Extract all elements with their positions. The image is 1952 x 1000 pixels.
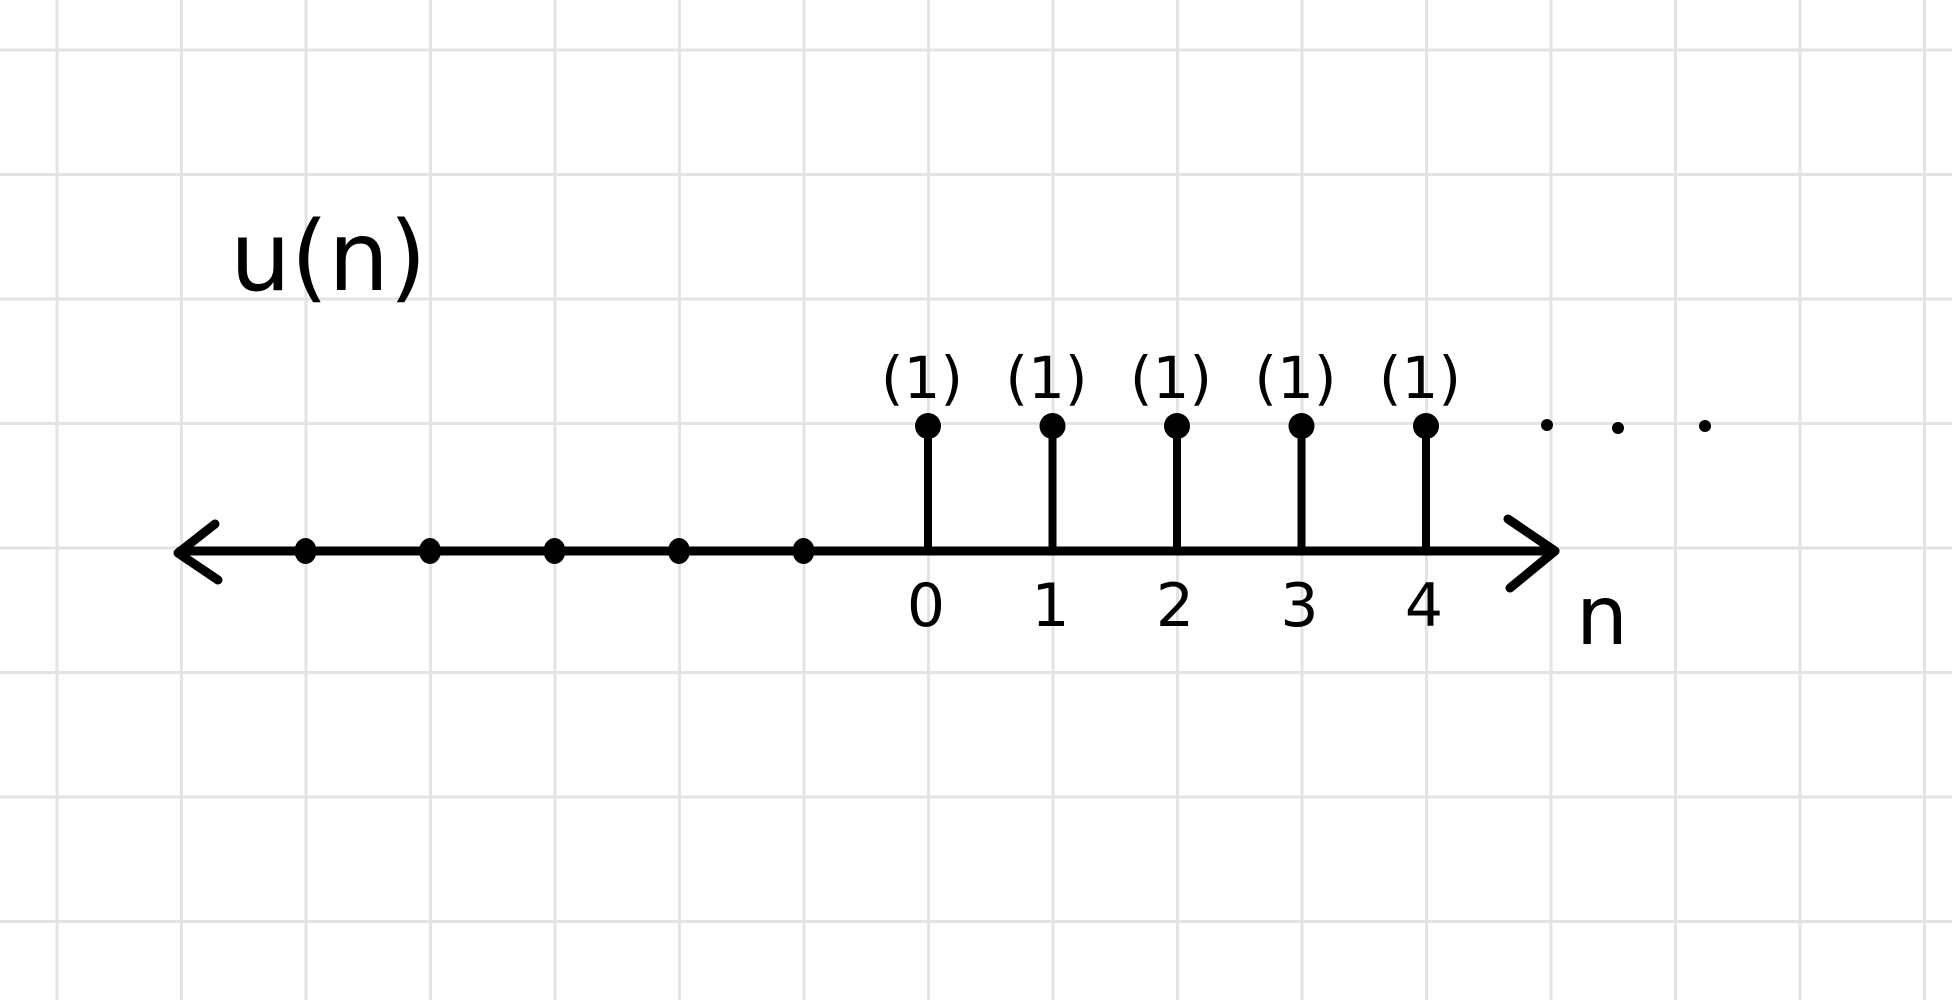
axis-dot [792, 538, 815, 564]
n-axis [173, 514, 1560, 593]
axis-dot [543, 538, 566, 564]
continuation-ellipsis [1541, 419, 1711, 434]
right-arrowhead [1503, 514, 1560, 593]
stem-dot [1413, 413, 1439, 439]
axis-dot [419, 538, 441, 564]
ellipsis-dot [1541, 419, 1553, 431]
axis-label: n [1576, 569, 1628, 664]
negative-index-dots [294, 538, 815, 564]
n-tick-label: 3 [1280, 571, 1318, 641]
function-label: u(n) [230, 201, 427, 313]
n-tick-label: 2 [1156, 571, 1194, 641]
value-label: (1) [1005, 344, 1087, 412]
n-tick-label: 1 [1031, 571, 1069, 641]
value-label: (1) [1254, 344, 1336, 412]
value-label: (1) [1130, 344, 1212, 412]
stem-dot [1164, 413, 1190, 439]
sample-stems: (1) 0 (1) 1 (1) 2 (1) 3 (1) 4 [881, 344, 1461, 641]
stem-dot [1288, 413, 1315, 439]
axis-dot [294, 538, 317, 564]
value-label: (1) [1379, 344, 1461, 412]
stem-dot [915, 413, 941, 439]
left-arrowhead [173, 519, 223, 585]
n-tick-label: 4 [1405, 571, 1443, 641]
n-tick-label: 0 [907, 571, 945, 641]
ellipsis-dot [1699, 420, 1711, 432]
axis-dot [668, 538, 690, 564]
ellipsis-dot [1612, 422, 1624, 434]
stem-dot [1039, 413, 1066, 439]
value-label: (1) [881, 344, 963, 412]
